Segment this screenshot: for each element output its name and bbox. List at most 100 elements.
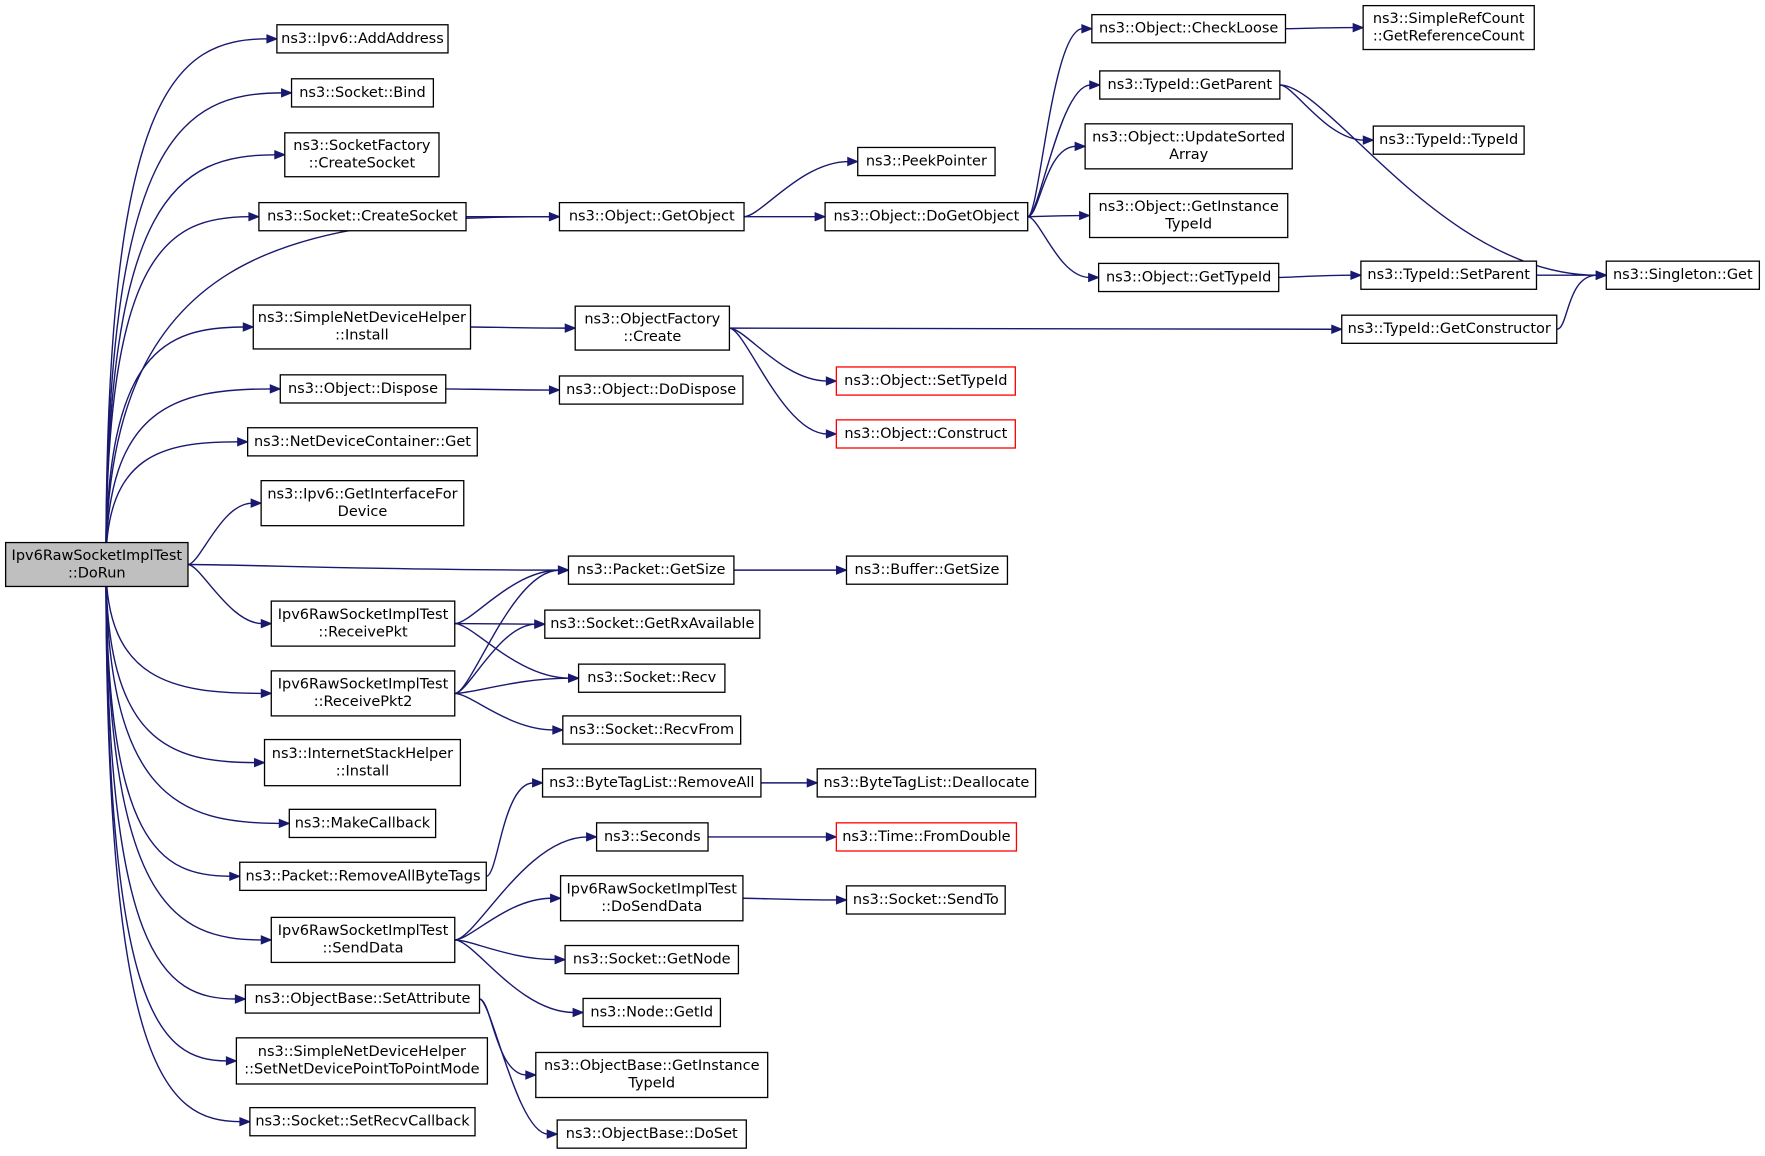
node-senddata[interactable]: Ipv6RawSocketImplTest::SendData [270, 916, 456, 964]
node-typeid-setparent[interactable]: ns3::TypeId::SetParent [1360, 260, 1538, 290]
node-label: ns3::Object::GetTypeId [1106, 269, 1271, 285]
node-packet-removeallbytetags[interactable]: ns3::Packet::RemoveAllByteTags [239, 861, 487, 892]
node-label: ns3::Packet::GetSize [577, 562, 726, 578]
arrowhead [237, 437, 249, 447]
node-label: ns3::SocketFactory [293, 138, 431, 154]
node-label: ns3::Object::Construct [844, 426, 1007, 442]
node-node-getid[interactable]: ns3::Node::GetId [582, 997, 722, 1028]
node-label: ns3::Socket::RecvFrom [569, 722, 734, 738]
node-socket-bind[interactable]: ns3::Socket::Bind [290, 78, 435, 108]
node-typeid-typeid[interactable]: ns3::TypeId::TypeId [1372, 125, 1525, 155]
node-dosenddata[interactable]: Ipv6RawSocketImplTest::DoSendData [559, 875, 744, 922]
node-socket-sendto[interactable]: ns3::Socket::SendTo [845, 885, 1006, 915]
node-label: ns3::TypeId::TypeId [1379, 132, 1518, 148]
node-peekpointer[interactable]: ns3::PeekPointer [857, 146, 996, 177]
node-box [535, 1051, 769, 1099]
node-object-getobject[interactable]: ns3::Object::GetObject [558, 201, 745, 232]
arrowhead [266, 34, 279, 44]
node-root[interactable]: Ipv6RawSocketImplTest::DoRun [4, 541, 189, 588]
node-bytetaglist-removeall[interactable]: ns3::ByteTagList::RemoveAll [541, 768, 762, 798]
arrowhead [548, 211, 561, 222]
edge-senddata-to-node-getid [454, 939, 575, 1014]
edge-root-to-netdevicecontainer-get [105, 441, 239, 565]
edge-root-to-ipv6-addaddress [105, 38, 268, 565]
node-label: ns3::MakeCallback [295, 815, 431, 831]
node-object-dodispose[interactable]: ns3::Object::DoDispose [558, 375, 744, 405]
node-object-gettypeid[interactable]: ns3::Object::GetTypeId [1097, 262, 1280, 293]
node-box [1091, 13, 1287, 44]
node-objectbase-setattribute[interactable]: ns3::ObjectBase::SetAttribute [244, 984, 481, 1014]
node-label: ns3::NetDeviceContainer::Get [254, 434, 471, 450]
edge-object-dogetobject-to-object-getinstancetypeid [1027, 214, 1081, 218]
arrowhead [274, 150, 287, 160]
node-objectfactory-create[interactable]: ns3::ObjectFactory::Create [574, 305, 731, 351]
node-label: Array [1169, 147, 1208, 163]
node-socket-getrxavailable[interactable]: ns3::Socket::GetRxAvailable [544, 609, 761, 639]
node-setnetdevicepointtopoint[interactable]: ns3::SimpleNetDeviceHelper::SetNetDevice… [235, 1037, 489, 1085]
node-label: ::ReceivePkt [318, 624, 408, 640]
edge-objectfactory-create-to-typeid-getconstructor [729, 327, 1333, 330]
node-label: ::SetNetDevicePointToPointMode [244, 1062, 479, 1078]
node-netdevicecontainer-get[interactable]: ns3::NetDeviceContainer::Get [246, 427, 478, 457]
node-typeid-getparent[interactable]: ns3::TypeId::GetParent [1099, 70, 1281, 100]
arrowhead [254, 757, 266, 768]
edge-typeid-getconstructor-to-singleton-get [1556, 274, 1598, 330]
node-socket-createsocket[interactable]: ns3::Socket::CreateSocket [258, 201, 467, 232]
node-receivepkt2[interactable]: Ipv6RawSocketImplTest::ReceivePkt2 [270, 670, 456, 717]
node-label: ns3::Object::GetInstance [1099, 199, 1279, 215]
node-object-dispose[interactable]: ns3::Object::Dispose [279, 374, 447, 404]
node-label: ns3::Node::GetId [590, 1005, 713, 1021]
edge-receivepkt-to-packet-getsize [454, 569, 560, 625]
node-typeid-getconstructor[interactable]: ns3::TypeId::GetConstructor [1341, 314, 1558, 344]
edge-packet-removeallbytetags-to-bytetaglist-removeall [485, 782, 534, 878]
edge-receivepkt-to-socket-getrxavailable [454, 622, 536, 625]
node-label: ns3::Socket::Recv [587, 670, 716, 686]
node-internetstackhelper-install[interactable]: ns3::InternetStackHelper::Install [263, 738, 462, 787]
arrowhead [825, 832, 838, 842]
node-packet-getsize[interactable]: ns3::Packet::GetSize [567, 555, 735, 585]
node-ipv6-addaddress[interactable]: ns3::Ipv6::AddAddress [276, 24, 449, 54]
node-socket-recv[interactable]: ns3::Socket::Recv [577, 663, 726, 693]
node-box [1099, 70, 1281, 100]
node-label: TypeId [1164, 216, 1212, 232]
edge-typeid-getparent-to-typeid-typeid [1279, 84, 1365, 141]
node-seconds[interactable]: ns3::Seconds [595, 822, 709, 852]
node-socketfactory-create[interactable]: ns3::SocketFactory::CreateSocket [284, 132, 440, 178]
edge-root-to-packet-removeallbytetags [105, 564, 231, 878]
node-bytetaglist-deallocate[interactable]: ns3::ByteTagList::Deallocate [816, 768, 1037, 798]
node-label: ns3::Object::Dispose [288, 381, 438, 397]
node-receivepkt[interactable]: Ipv6RawSocketImplTest::ReceivePkt [270, 600, 456, 647]
edge-senddata-to-dosenddata [454, 897, 552, 941]
node-box [1341, 314, 1558, 344]
node-socket-recvfrom[interactable]: ns3::Socket::RecvFrom [562, 715, 742, 745]
node-box [544, 609, 761, 639]
arrowhead [525, 1070, 538, 1080]
node-singleton-get[interactable]: ns3::Singleton::Get [1605, 260, 1761, 290]
node-object-dogetobject[interactable]: ns3::Object::DoGetObject [824, 201, 1029, 232]
node-box [1605, 260, 1761, 290]
edge-root-to-socket-setrecvcallback [105, 564, 241, 1123]
arrowhead [1362, 135, 1375, 145]
node-label: ns3::Object::CheckLoose [1099, 21, 1278, 37]
node-object-settypeid[interactable]: ns3::Object::SetTypeId [835, 366, 1016, 396]
node-label: ns3::Time::FromDouble [842, 829, 1010, 845]
node-object-checkloose[interactable]: ns3::Object::CheckLoose [1091, 13, 1287, 44]
node-socket-setrecvcallback[interactable]: ns3::Socket::SetRecvCallback [249, 1106, 476, 1137]
node-object-construct[interactable]: ns3::Object::Construct [835, 419, 1016, 449]
node-time-fromdouble[interactable]: ns3::Time::FromDouble [835, 822, 1018, 852]
edge-receivepkt2-to-packet-getsize [454, 569, 560, 695]
edge-root-to-socket-bind [105, 92, 283, 565]
node-label: ns3::Object::SetTypeId [844, 373, 1007, 389]
node-simplenetdevicehelper-install[interactable]: ns3::SimpleNetDeviceHelper::Install [252, 304, 472, 350]
node-label: ns3::TypeId::SetParent [1367, 267, 1530, 283]
node-simplerefcount[interactable]: ns3::SimpleRefCount::GetReferenceCount [1362, 4, 1535, 51]
node-box [558, 201, 745, 232]
node-socket-getnode[interactable]: ns3::Socket::GetNode [564, 944, 740, 975]
node-makecallback[interactable]: ns3::MakeCallback [288, 808, 437, 839]
node-buffer-getsize[interactable]: ns3::Buffer::GetSize [845, 555, 1009, 585]
node-objectbase-doset[interactable]: ns3::ObjectBase::DoSet [556, 1119, 747, 1149]
